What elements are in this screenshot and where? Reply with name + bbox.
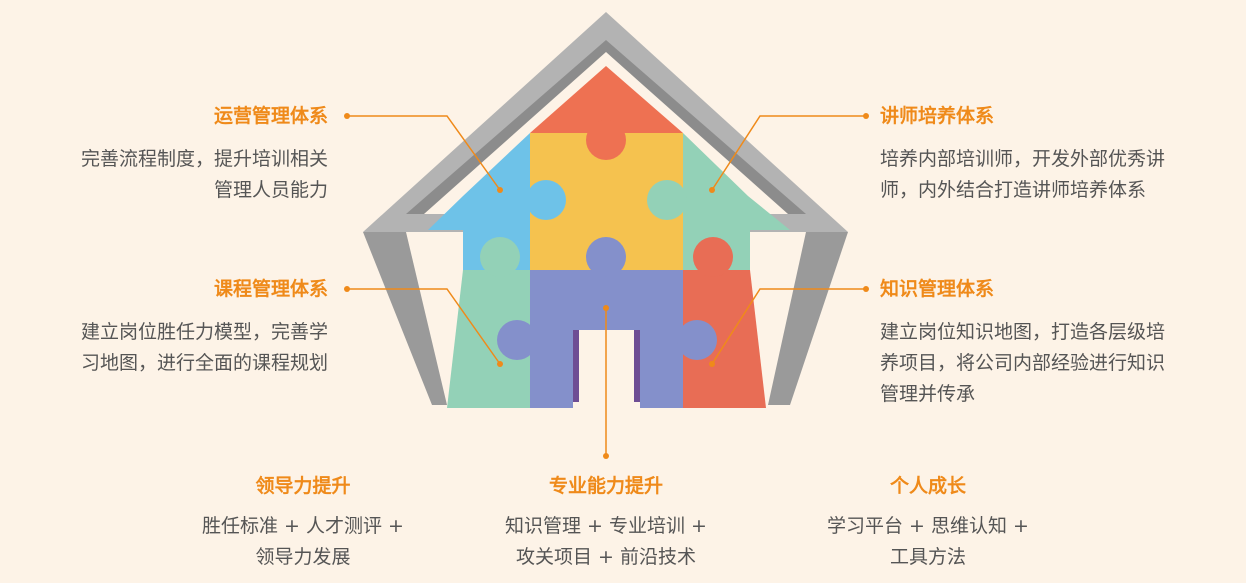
connector-line <box>347 288 501 365</box>
bottom-description-1: 胜任标准 + 人才测评 + 领导力发展 <box>153 511 453 573</box>
bottom-heading-2: 专业能力提升 <box>548 475 663 497</box>
puzzle-leg-right <box>640 330 683 408</box>
left-description-2: 建立岗位胜任力模型，完善学 习地图，进行全面的课程规划 <box>81 317 328 379</box>
puzzle-piece-top <box>530 66 683 133</box>
connector-dot <box>497 187 503 193</box>
connector-dot <box>603 453 609 459</box>
puzzle-knob <box>693 237 733 277</box>
left-heading-2: 课程管理体系 <box>213 278 328 300</box>
puzzle-knob <box>586 237 626 277</box>
puzzle-knob <box>677 320 717 360</box>
description-line: 胜任标准 + 人才测评 + <box>202 515 404 537</box>
connector-dot <box>603 305 609 311</box>
connector-line <box>711 288 866 365</box>
door-shadow-left <box>573 330 579 402</box>
door-shadow-right <box>634 330 640 402</box>
connector-dot <box>863 286 869 292</box>
left-description-1: 完善流程制度，提升培训相关 管理人员能力 <box>81 144 328 206</box>
bottom-heading-3: 个人成长 <box>889 475 966 497</box>
puzzle-leg-left <box>530 330 573 408</box>
description-line: 管理人员能力 <box>213 179 328 201</box>
connector-dot <box>497 361 503 367</box>
connector-dot <box>709 187 715 193</box>
right-heading-2: 知识管理体系 <box>880 278 995 300</box>
connector-dot <box>863 113 869 119</box>
right-description-2: 建立岗位知识地图，打造各层级培 养项目，将公司内部经验进行知识 管理并传承 <box>880 317 1165 410</box>
connector-dot <box>344 286 350 292</box>
puzzle-piece-left-blue <box>428 133 530 270</box>
connector-dot <box>709 361 715 367</box>
right-heading-1: 讲师培养体系 <box>880 105 995 127</box>
description-line: 培养内部培训师，开发外部优秀讲 <box>880 148 1166 170</box>
right-description-1: 培养内部培训师，开发外部优秀讲 师，内外结合打造讲师培养体系 <box>880 144 1165 206</box>
puzzle-piece-left-mint <box>447 270 530 408</box>
description-line: 管理并传承 <box>880 383 976 405</box>
puzzle-knob <box>497 320 537 360</box>
puzzle-knob <box>586 120 626 160</box>
connector-line <box>347 115 501 191</box>
description-line: 学习平台 + 思维认知 + <box>827 515 1029 537</box>
description-line: 建立岗位知识地图，打造各层级培 <box>880 321 1166 343</box>
bottom-heading-1: 领导力提升 <box>255 475 351 497</box>
description-line: 知识管理 + 专业培训 + <box>505 515 707 537</box>
description-line: 领导力发展 <box>255 546 351 568</box>
connector-line <box>711 115 866 191</box>
description-line: 完善流程制度，提升培训相关 <box>80 148 328 170</box>
puzzle-knob <box>526 180 566 220</box>
description-line: 师，内外结合打造讲师培养体系 <box>880 179 1147 201</box>
bottom-description-2: 知识管理 + 专业培训 + 攻关项目 + 前沿技术 <box>456 511 756 573</box>
description-line: 习地图，进行全面的课程规划 <box>80 352 328 374</box>
description-line: 工具方法 <box>889 546 966 568</box>
description-line: 建立岗位胜任力模型，完善学 <box>80 321 328 343</box>
left-heading-1: 运营管理体系 <box>213 105 328 127</box>
puzzle-piece-right-coral <box>683 270 766 408</box>
puzzle-piece-right-mint <box>683 133 790 270</box>
connector-dot <box>344 113 350 119</box>
description-line: 养项目，将公司内部经验进行知识 <box>880 352 1166 374</box>
puzzle-knob <box>647 180 687 220</box>
bottom-description-3: 学习平台 + 思维认知 + 工具方法 <box>778 511 1078 573</box>
house-right-wall-shadow <box>768 232 848 405</box>
puzzle-knob <box>480 237 520 277</box>
description-line: 攻关项目 + 前沿技术 <box>516 546 696 568</box>
house-left-wall-shadow <box>363 232 447 405</box>
